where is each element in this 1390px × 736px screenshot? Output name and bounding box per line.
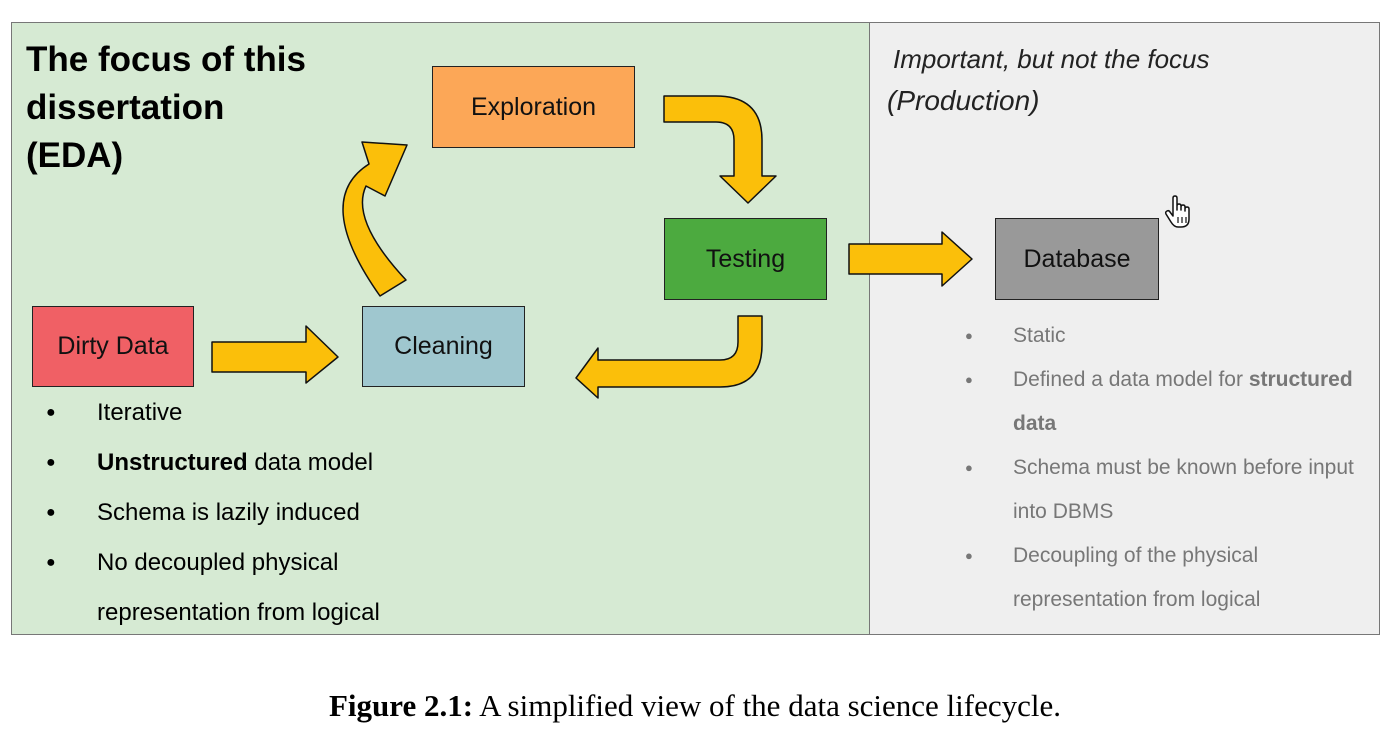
production-bullet: Static bbox=[958, 314, 1358, 358]
testing-label: Testing bbox=[705, 244, 786, 273]
arrow-cleaning-to-exploration bbox=[342, 141, 408, 297]
cleaning-node: Cleaning bbox=[362, 306, 525, 387]
arrow-exploration-to-testing bbox=[663, 95, 777, 204]
production-panel-title: Important, but not the focus bbox=[893, 44, 1210, 74]
eda-bullet: Unstructured data model bbox=[40, 438, 460, 488]
eda-bullet: Iterative bbox=[40, 388, 460, 438]
dirty-data-label: Dirty Data bbox=[57, 332, 169, 360]
hand-pointer-icon bbox=[1164, 195, 1190, 228]
production-bullet: Defined a data model for structured data bbox=[958, 358, 1358, 446]
eda-panel-title: The focus of this dissertation (EDA) bbox=[26, 40, 306, 175]
eda-bullet-list: Iterative Unstructured data model Schema… bbox=[40, 388, 460, 638]
exploration-node: Exploration bbox=[432, 66, 635, 148]
testing-node: Testing bbox=[664, 218, 827, 300]
database-node: Database bbox=[995, 218, 1159, 300]
cleaning-label: Cleaning bbox=[394, 332, 493, 360]
arrow-testing-to-database bbox=[848, 231, 973, 287]
arrow-testing-to-cleaning bbox=[575, 315, 763, 399]
eda-bullet: Schema is lazily induced bbox=[40, 488, 460, 538]
figure-label: Figure 2.1: bbox=[328, 688, 474, 723]
production-bullet-list: Static Defined a data model for structur… bbox=[958, 314, 1358, 622]
eda-bullet: No decoupled physical representation fro… bbox=[40, 538, 460, 638]
production-panel-subtitle: (Production) bbox=[887, 85, 1040, 116]
production-bullet: Decoupling of the physical representatio… bbox=[958, 534, 1358, 622]
figure-caption-text: A simplified view of the data science li… bbox=[473, 688, 1061, 723]
database-label: Database bbox=[1023, 244, 1131, 273]
figure-caption: Figure 2.1: A simplified view of the dat… bbox=[0, 688, 1390, 724]
production-bullet: Schema must be known before input into D… bbox=[958, 446, 1358, 534]
exploration-label: Exploration bbox=[470, 92, 597, 121]
arrow-dirty-to-cleaning bbox=[211, 325, 339, 384]
dirty-data-node: Dirty Data bbox=[32, 306, 194, 387]
